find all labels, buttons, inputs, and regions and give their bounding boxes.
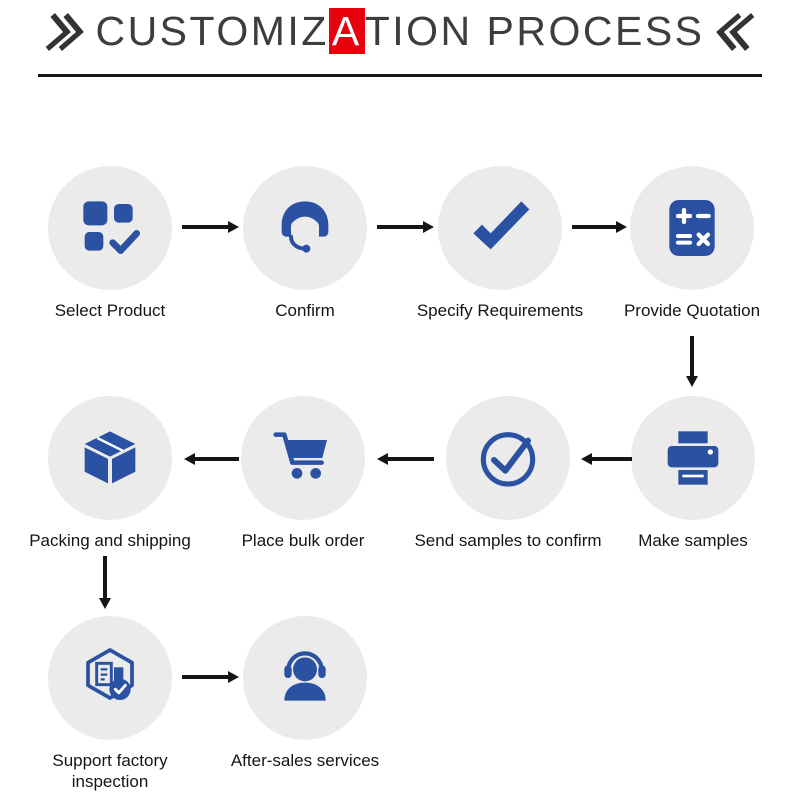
step-label: Confirm <box>275 301 335 320</box>
arrow-left <box>195 457 239 461</box>
step-label: After-sales services <box>230 751 380 770</box>
step-send-samples: Send samples to confirm <box>414 396 602 550</box>
calculator-icon <box>660 196 724 260</box>
step-circle <box>48 396 172 520</box>
step-circle <box>243 616 367 740</box>
title-after: TION PROCESS <box>364 8 705 54</box>
step-label: Packing and shipping <box>29 531 191 550</box>
arrow-left <box>592 457 632 461</box>
step-label: Place bulk order <box>241 531 365 550</box>
title-before: CUSTOMIZ <box>95 8 329 54</box>
step-select-product: Select Product <box>48 166 172 320</box>
cart-icon <box>271 426 335 490</box>
title-text: CUSTOMIZATION PROCESS <box>95 8 704 55</box>
product-grid-icon <box>78 196 142 260</box>
arrow-right <box>572 225 616 229</box>
step-label: Send samples to confirm <box>414 531 602 550</box>
factory-inspection-icon <box>78 646 142 710</box>
step-confirm: Confirm <box>243 166 367 320</box>
step-packing-shipping: Packing and shipping <box>29 396 191 550</box>
step-provide-quotation: Provide Quotation <box>624 166 760 320</box>
step-circle <box>243 166 367 290</box>
page-title: CUSTOMIZATION PROCESS <box>0 8 800 55</box>
arrow-left <box>388 457 434 461</box>
step-circle <box>48 166 172 290</box>
step-circle <box>630 166 754 290</box>
step-after-sales: After-sales services <box>231 616 379 770</box>
step-label: Select Product <box>54 301 166 320</box>
double-chevron-right-icon <box>709 10 760 54</box>
arrow-right <box>377 225 423 229</box>
step-circle <box>631 396 755 520</box>
step-make-samples: Make samples <box>631 396 755 550</box>
circle-check-icon <box>476 426 540 490</box>
printer-icon <box>661 426 725 490</box>
arrow-right <box>182 225 228 229</box>
step-label: Support factory inspection <box>52 751 168 792</box>
arrow-down <box>103 556 107 598</box>
step-circle <box>241 396 365 520</box>
double-chevron-left-icon <box>40 10 91 54</box>
step-label: Make samples <box>638 531 748 550</box>
step-label: Specify Requirements <box>416 301 584 320</box>
arrow-right <box>182 675 228 679</box>
customer-service-icon <box>273 196 337 260</box>
step-circle <box>438 166 562 290</box>
step-specify-requirements: Specify Requirements <box>417 166 583 320</box>
step-place-bulk-order: Place bulk order <box>241 396 365 550</box>
checkmark-icon <box>468 196 532 260</box>
step-circle <box>48 616 172 740</box>
package-icon <box>78 426 142 490</box>
title-highlight: A <box>328 8 365 54</box>
step-factory-inspection: Support factory inspection <box>48 616 172 791</box>
arrow-down <box>690 336 694 376</box>
title-divider <box>38 74 762 77</box>
step-circle <box>446 396 570 520</box>
step-label: Provide Quotation <box>623 301 761 320</box>
headset-person-icon <box>273 646 337 710</box>
